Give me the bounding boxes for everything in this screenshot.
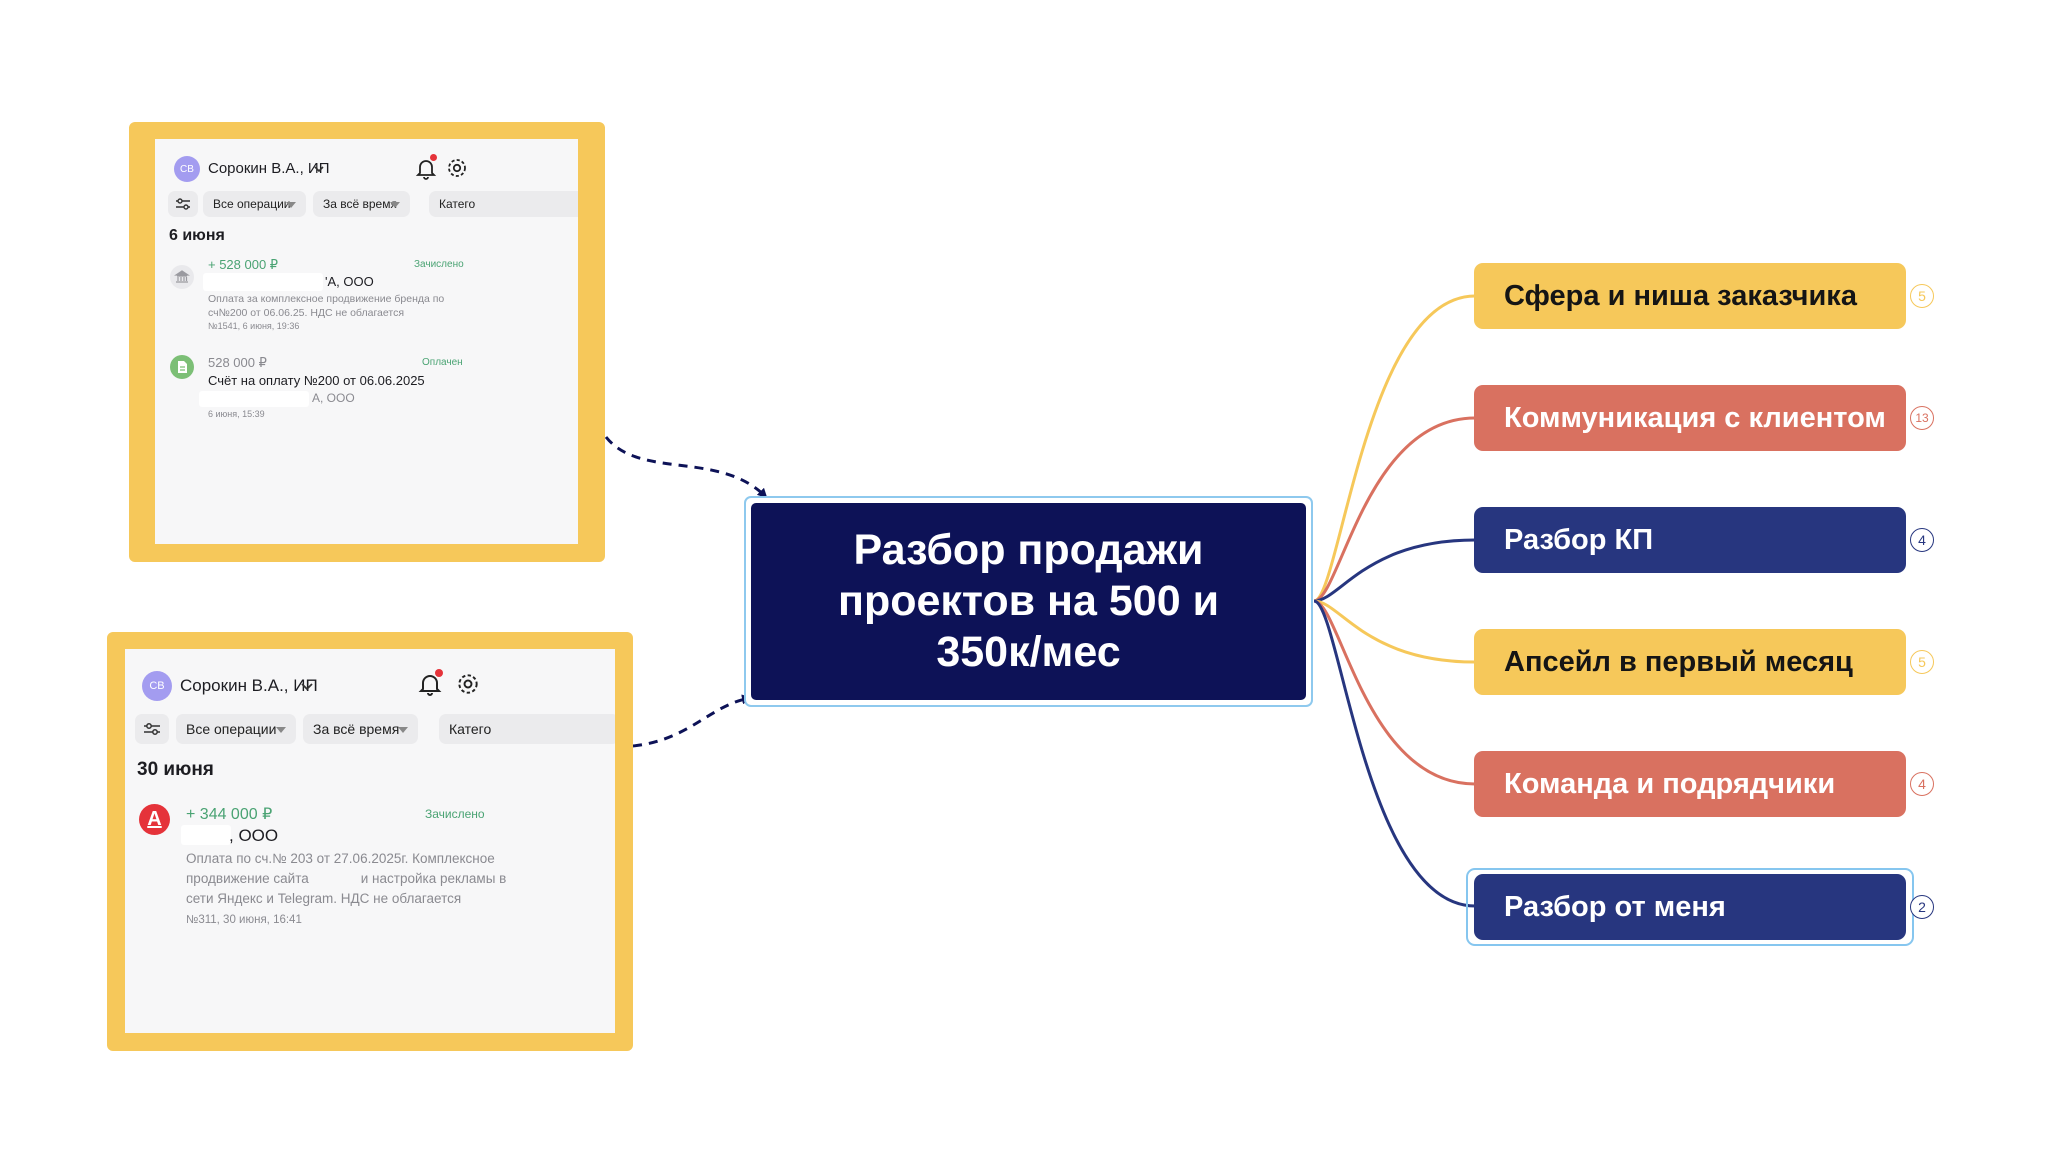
link-card2-to-center — [632, 694, 752, 748]
bank-app-screenshot-1: СВ Сорокин В.А., ИП Все операции За всё … — [155, 139, 578, 544]
branch-line-1 — [1313, 294, 1476, 603]
invoice-amount: 528 000 ₽ — [208, 355, 267, 370]
branch-line-3 — [1313, 538, 1476, 603]
branch-team-contractors[interactable]: Команда и подрядчики — [1474, 751, 1906, 817]
sliders-icon — [176, 198, 190, 210]
redaction-mask — [203, 273, 323, 291]
filter-all-operations[interactable]: Все операции — [176, 714, 296, 744]
dropdown-arrow-icon — [276, 727, 286, 733]
filter-period[interactable]: За всё время — [313, 191, 410, 217]
filter-category[interactable]: Катего — [439, 714, 615, 744]
account-name: Сорокин В.А., ИП — [208, 160, 330, 177]
gear-icon — [458, 674, 478, 694]
filter-category[interactable]: Катего — [429, 191, 578, 217]
bell-icon — [418, 675, 442, 696]
account-name: Сорокин В.А., ИП — [180, 676, 318, 695]
status-badge: Зачислено — [414, 259, 464, 270]
chevron-down-icon — [301, 683, 313, 691]
dropdown-arrow-icon — [286, 202, 296, 208]
date-heading: 6 июня — [169, 227, 225, 244]
filter-period[interactable]: За всё время — [303, 714, 418, 744]
chevron-down-icon — [314, 166, 324, 173]
branch-line-5 — [1313, 599, 1476, 786]
transaction-meta: 6 июня, 15:39 — [208, 409, 265, 419]
branch-line-4 — [1313, 599, 1476, 664]
branch-client-niche[interactable]: Сфера и ниша заказчика — [1474, 263, 1906, 329]
avatar: СВ — [174, 156, 200, 182]
transaction-amount: + 528 000 ₽ — [208, 257, 279, 272]
alfa-bank-icon: А — [139, 804, 170, 835]
bank-app-screenshot-2: СВ Сорокин В.А., ИП Все операции За всё … — [125, 649, 615, 1033]
filter-settings-button[interactable] — [135, 714, 169, 744]
transaction-row[interactable]: А + 344 000 ₽ Зачислено , ООО Оплата по … — [125, 797, 615, 926]
redaction-mask — [181, 825, 231, 845]
screenshot-card-2[interactable]: СВ Сорокин В.А., ИП Все операции За всё … — [107, 632, 633, 1051]
branch-count-badge[interactable]: 4 — [1910, 528, 1934, 552]
status-badge: Оплачен — [422, 357, 463, 368]
filter-settings-button[interactable] — [168, 191, 198, 217]
invoice-icon — [170, 355, 194, 379]
central-topic-node[interactable]: Разбор продажи проектов на 500 и 350к/ме… — [744, 496, 1313, 707]
redaction-mask — [199, 391, 309, 407]
status-badge: Зачислено — [425, 807, 485, 821]
branch-count-badge[interactable]: 5 — [1910, 650, 1934, 674]
filter-all-operations[interactable]: Все операции — [203, 191, 306, 217]
transaction-row[interactable]: + 528 000 ₽ Зачислено 'А, ООО Оплата за … — [155, 257, 578, 345]
branch-my-review[interactable]: Разбор от меня — [1474, 874, 1906, 940]
branch-line-2 — [1313, 416, 1476, 603]
counterparty-name: А, ООО — [312, 391, 355, 405]
date-heading: 30 июня — [137, 759, 214, 780]
sliders-icon — [144, 723, 160, 735]
screenshot-card-1[interactable]: СВ Сорокин В.А., ИП Все операции За всё … — [129, 122, 605, 562]
branch-proposal-review[interactable]: Разбор КП — [1474, 507, 1906, 573]
invoice-title: Счёт на оплату №200 от 06.06.2025 — [208, 373, 425, 388]
branch-count-badge[interactable]: 2 — [1910, 895, 1934, 919]
dropdown-arrow-icon — [398, 727, 408, 733]
bell-icon — [415, 160, 437, 180]
transaction-meta: №311, 30 июня, 16:41 — [186, 914, 302, 926]
notification-dot — [430, 154, 437, 161]
central-topic-title: Разбор продажи проектов на 500 и 350к/ме… — [751, 503, 1306, 700]
branch-line-6 — [1313, 599, 1476, 908]
transaction-description: Оплата за комплексное продвижение бренда… — [208, 293, 445, 319]
counterparty-name: 'А, ООО — [325, 274, 374, 289]
gear-icon — [448, 159, 466, 177]
branch-client-communication[interactable]: Коммуникация с клиентом — [1474, 385, 1906, 451]
transaction-description: Оплата по сч.№ 203 от 27.06.2025г. Компл… — [186, 851, 507, 906]
dropdown-arrow-icon — [390, 202, 400, 208]
counterparty-name: , ООО — [229, 826, 279, 845]
notification-dot — [435, 669, 443, 677]
link-card1-to-center — [604, 436, 768, 499]
transaction-meta: №1541, 6 июня, 19:36 — [208, 321, 300, 331]
transaction-row[interactable]: 528 000 ₽ Оплачен Счёт на оплату №200 от… — [155, 355, 578, 425]
bank-icon — [170, 265, 194, 289]
avatar: СВ — [142, 671, 172, 701]
transaction-amount: + 344 000 ₽ — [186, 806, 273, 823]
branch-count-badge[interactable]: 13 — [1910, 406, 1934, 430]
branch-count-badge[interactable]: 5 — [1910, 284, 1934, 308]
branch-first-month-upsell[interactable]: Апсейл в первый месяц — [1474, 629, 1906, 695]
branch-count-badge[interactable]: 4 — [1910, 772, 1934, 796]
